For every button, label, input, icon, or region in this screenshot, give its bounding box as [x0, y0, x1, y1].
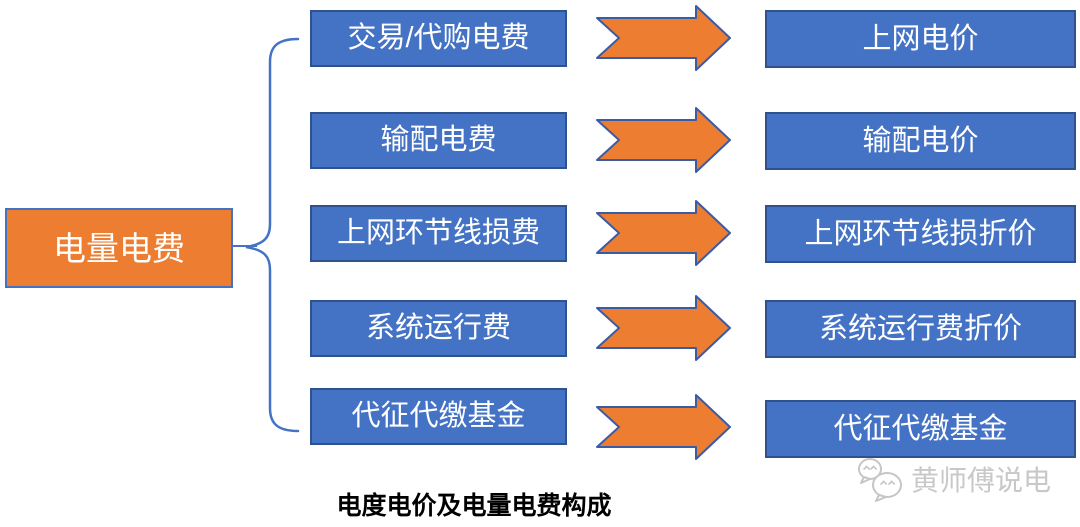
target-label-row2: 输配电价	[862, 124, 979, 157]
source-label-row1: 交易/代购电费	[347, 22, 530, 54]
flow-arrow-icon-row3	[596, 200, 731, 266]
diagram-caption: 电度电价及电量电费构成	[336, 492, 612, 520]
target-box-row2: 输配电价	[765, 112, 1076, 170]
root-node-label: 电量电费	[53, 229, 185, 267]
target-box-row3: 上网环节线损折价	[765, 205, 1076, 263]
source-box-row3: 上网环节线损费	[310, 205, 567, 262]
curly-brace	[245, 37, 300, 433]
source-box-row4: 系统运行费	[310, 300, 567, 357]
target-box-row1: 上网电价	[765, 10, 1076, 68]
target-label-row5: 代征代缴基金	[833, 412, 1008, 445]
root-node-box: 电量电费	[5, 208, 233, 288]
flow-arrow-icon-row2	[596, 107, 731, 173]
root-brace-connector-line	[231, 245, 257, 247]
target-label-row1: 上网电价	[862, 22, 979, 55]
watermark-text: 黄师傅说电	[911, 465, 1052, 496]
source-label-row4: 系统运行费	[365, 312, 511, 344]
watermark: 黄师傅说电	[856, 456, 1051, 502]
source-box-row5: 代征代缴基金	[310, 388, 567, 445]
flow-arrow-icon-row4	[596, 295, 731, 361]
target-box-row5: 代征代缴基金	[765, 400, 1076, 458]
source-box-row2: 输配电费	[310, 112, 567, 169]
target-box-row4: 系统运行费折价	[765, 300, 1076, 358]
source-label-row5: 代征代缴基金	[351, 400, 526, 432]
flow-arrow-icon-row1	[596, 5, 731, 71]
source-label-row3: 上网环节线损费	[336, 217, 540, 249]
target-label-row4: 系统运行费折价	[818, 312, 1022, 345]
flow-arrow-icon-row5	[596, 394, 731, 460]
wechat-chat-bubbles-icon	[858, 458, 902, 502]
source-box-row1: 交易/代购电费	[310, 10, 567, 67]
source-label-row2: 输配电费	[380, 124, 497, 156]
target-label-row3: 上网环节线损折价	[804, 217, 1037, 250]
